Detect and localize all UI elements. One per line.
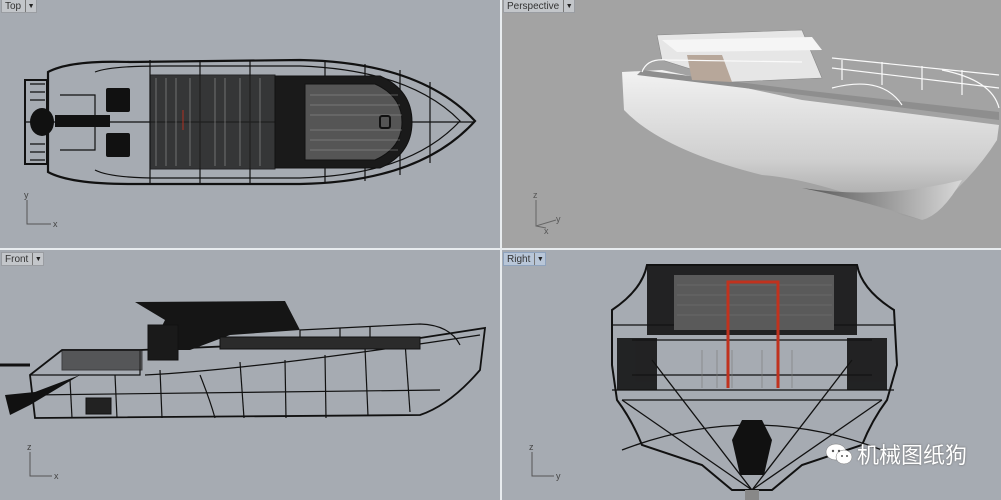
axis-z-label: z [533,190,538,200]
chevron-down-icon[interactable]: ▼ [563,0,574,12]
viewport-label: Right [507,253,531,265]
boat-perspective-render [622,29,1000,220]
axis-y-label: y [24,190,29,200]
boat-front-wireframe [0,301,487,419]
viewport-tab-right[interactable]: Right ▼ [503,252,547,266]
chevron-down-icon[interactable]: ▼ [534,253,545,265]
axis-x-label: x [53,219,58,229]
axis-indicator: z y [526,442,561,481]
viewport-tab-top[interactable]: Top ▼ [1,0,38,13]
boat-top-wireframe [24,58,477,186]
boat-right-wireframe [611,264,899,500]
viewport-perspective[interactable]: Perspective ▼ z y x [502,0,1001,248]
viewport-label: Top [5,0,22,12]
axis-y-label: y [556,214,561,224]
axis-x-label: x [544,226,549,236]
viewport-front[interactable]: Front ▼ z x [0,250,500,500]
chevron-down-icon[interactable]: ▼ [25,0,36,12]
axis-indicator: z y x [526,190,561,236]
watermark: 机械图纸狗 [825,438,967,470]
axis-y-label: y [556,471,561,481]
viewport-right[interactable]: Right ▼ z y 机械图纸狗 [502,250,1001,500]
viewport-top[interactable]: Top ▼ y x [0,0,500,248]
axis-x-label: x [54,471,59,481]
axis-z-label: z [529,442,534,452]
watermark-text: 机械图纸狗 [856,443,967,468]
axis-indicator: y x [24,190,58,229]
chevron-down-icon[interactable]: ▼ [32,253,43,265]
axis-indicator: z x [24,442,59,481]
viewport-tab-perspective[interactable]: Perspective ▼ [503,0,576,13]
viewport-tab-front[interactable]: Front ▼ [1,252,45,266]
viewport-label: Perspective [507,0,560,12]
viewport-label: Front [5,253,29,265]
wechat-icon [825,443,853,465]
axis-z-label: z [27,442,32,452]
